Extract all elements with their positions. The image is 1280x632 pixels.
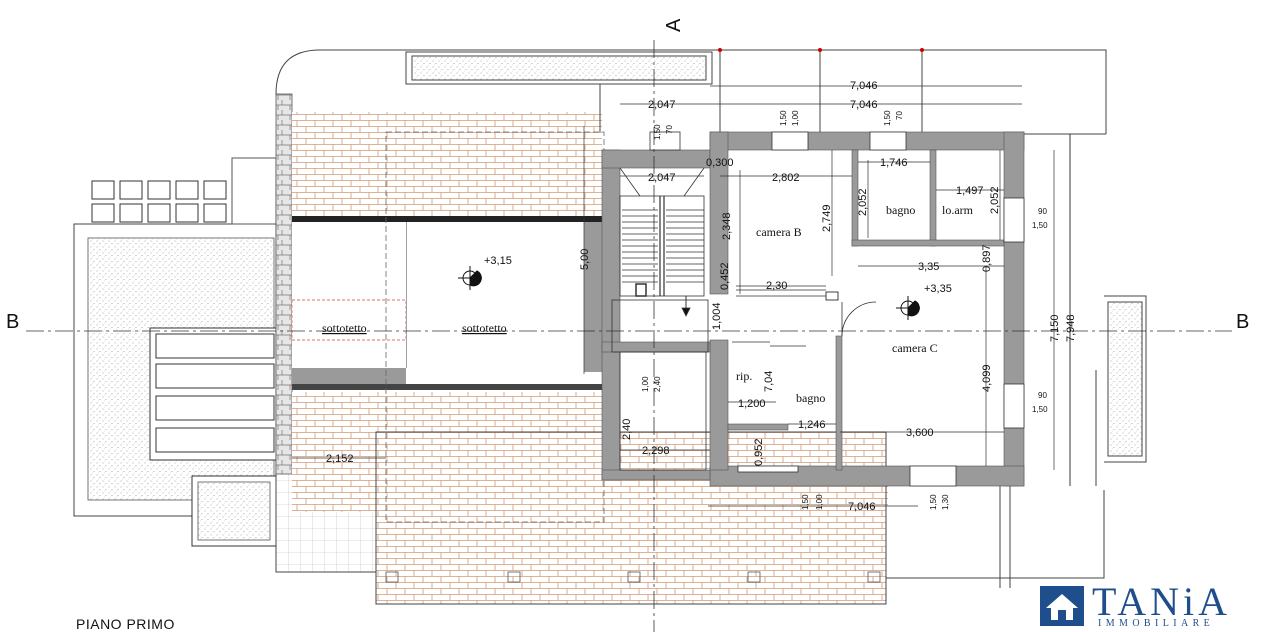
dim-label: 0,897 bbox=[981, 244, 993, 272]
dim-label: 5,00 bbox=[579, 249, 591, 270]
room-label-camera-c: camera C bbox=[892, 341, 938, 355]
section-mark-b-left: B bbox=[6, 311, 19, 333]
dim-label: 0,952 bbox=[753, 438, 765, 466]
window-label: 2,40 bbox=[653, 376, 662, 392]
section-mark-b-right: B bbox=[1236, 311, 1249, 333]
dim-label: 2,298 bbox=[642, 445, 670, 457]
dim-label: 2,348 bbox=[721, 212, 733, 240]
room-label-camera-b: camera B bbox=[756, 225, 802, 239]
section-mark-a: A bbox=[663, 18, 685, 32]
dim-label: 7,046 bbox=[848, 501, 876, 513]
dim-label: 3,35 bbox=[918, 261, 939, 273]
dimension-lines bbox=[292, 85, 1071, 507]
dim-label: 1,246 bbox=[798, 419, 826, 431]
dim-label: 2,152 bbox=[326, 453, 354, 465]
window-label: 1,50 bbox=[929, 494, 938, 510]
room-label-sottotetto-1: sottotetto bbox=[322, 321, 367, 335]
dim-label: 2,052 bbox=[989, 186, 1001, 214]
room-label-bagno-1: bagno bbox=[886, 203, 915, 217]
brand-name: TANiA bbox=[1092, 579, 1232, 624]
dim-label: 2,047 bbox=[648, 172, 676, 184]
dim-label: 7,04 bbox=[763, 371, 775, 392]
window-label: 1,00 bbox=[641, 376, 650, 392]
dim-label: 4,099 bbox=[981, 364, 993, 392]
dim-label: 2,749 bbox=[821, 204, 833, 232]
dim-label: 7,948 bbox=[1065, 314, 1077, 342]
window-label: 1,50 bbox=[1032, 221, 1048, 230]
window-label: 1,50 bbox=[779, 110, 788, 126]
window-label: 1,30 bbox=[941, 494, 950, 510]
dim-label: 0,452 bbox=[719, 262, 731, 290]
brand-logo: TANiA IMMOBILIARE bbox=[1040, 579, 1276, 630]
room-label-sottotetto-2: sottotetto bbox=[462, 321, 507, 335]
window-label: 90 bbox=[1038, 391, 1047, 400]
dim-label: 7,046 bbox=[850, 99, 878, 111]
outer-contour bbox=[275, 49, 1147, 588]
dim-label: 7,150 bbox=[1049, 314, 1061, 342]
level-hall: +3,35 bbox=[924, 283, 952, 295]
floor-title: PIANO PRIMO bbox=[76, 616, 175, 632]
room-label-rip: rip. bbox=[736, 369, 752, 383]
dim-label: 7,046 bbox=[850, 80, 878, 92]
staircase bbox=[611, 167, 709, 471]
window-label: 1,00 bbox=[815, 494, 824, 510]
dim-label: 2,047 bbox=[648, 99, 676, 111]
doors bbox=[732, 289, 877, 473]
brand-tagline: IMMOBILIARE bbox=[1098, 618, 1215, 629]
dim-label: 2,40 bbox=[621, 419, 633, 440]
dimension-ticks bbox=[718, 48, 924, 52]
level-marker-hall bbox=[896, 296, 920, 320]
window-label: 90 bbox=[1038, 207, 1047, 216]
attic-area bbox=[291, 131, 605, 523]
roof-tiles bbox=[292, 112, 888, 605]
level-attic: +3,15 bbox=[484, 255, 512, 267]
dim-label: 1,004 bbox=[711, 302, 723, 330]
dim-label: 1,497 bbox=[956, 185, 984, 197]
dim-label: 2,052 bbox=[857, 188, 869, 216]
dim-label: 2,30 bbox=[766, 280, 787, 292]
dim-label: 0,300 bbox=[706, 157, 734, 169]
stone-wall bbox=[275, 93, 293, 475]
dim-label: 3,600 bbox=[906, 427, 934, 439]
dim-label: 2,802 bbox=[772, 172, 800, 184]
dim-label: 1,746 bbox=[880, 157, 908, 169]
dim-label: 1,200 bbox=[738, 398, 766, 410]
window-label: 70 bbox=[895, 111, 904, 120]
room-label-bagno-2: bagno bbox=[796, 391, 825, 405]
roof-markers bbox=[385, 571, 881, 583]
window-label: 1,50 bbox=[801, 494, 810, 510]
window-label: 1,50 bbox=[1032, 405, 1048, 414]
windows bbox=[649, 131, 1025, 487]
window-label: 70 bbox=[665, 125, 674, 134]
section-lines bbox=[26, 40, 1232, 632]
window-label: 1,00 bbox=[791, 110, 800, 126]
window-label: 1,50 bbox=[653, 124, 662, 140]
level-marker-attic bbox=[458, 266, 482, 290]
room-label-lo-arm: lo.arm bbox=[942, 203, 974, 217]
house-icon bbox=[1040, 586, 1084, 626]
window-label: 1,50 bbox=[883, 110, 892, 126]
